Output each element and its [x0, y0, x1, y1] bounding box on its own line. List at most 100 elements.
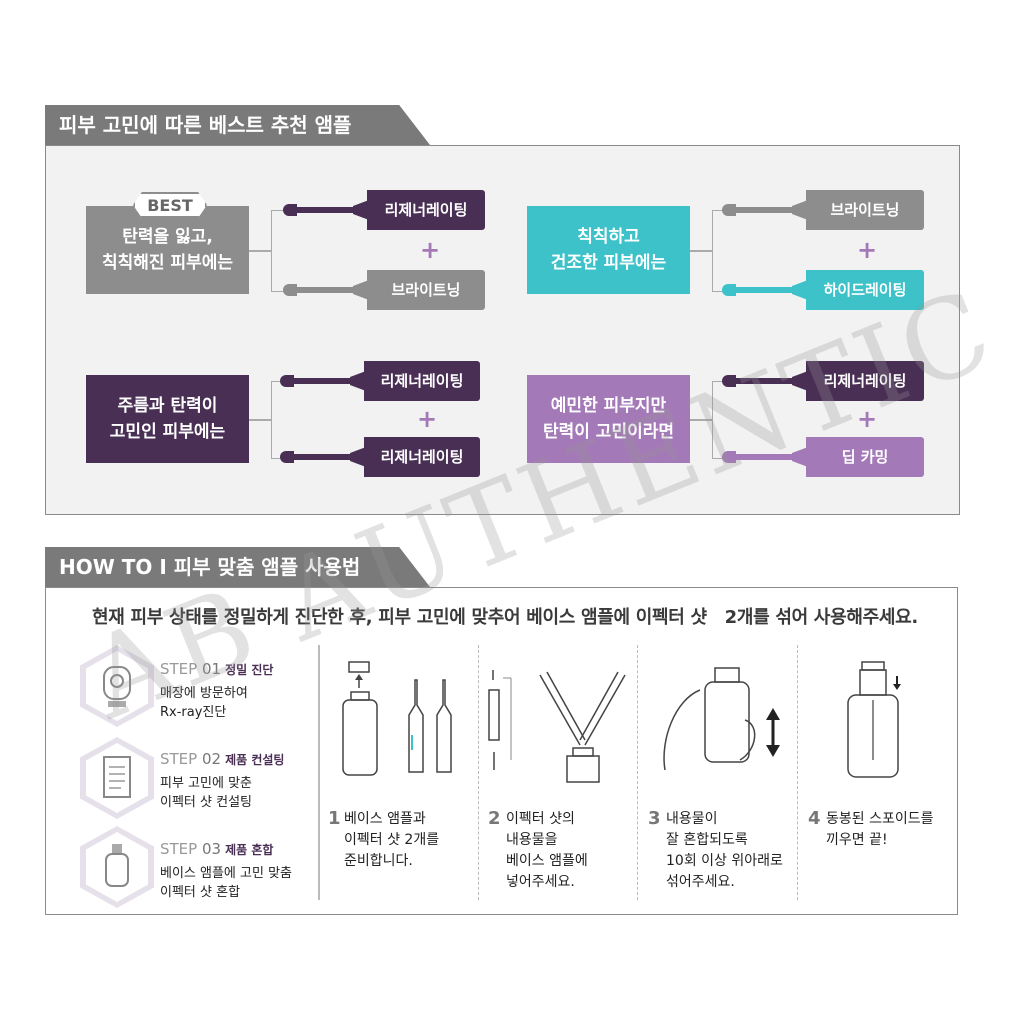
- step-2-hexagon: [80, 737, 154, 819]
- ampoule-4-top: 리제너레이팅: [722, 361, 924, 401]
- ampoule-3-bottom-label: 리제너레이팅: [364, 437, 480, 477]
- dropper-bottle-illustration: [847, 661, 901, 778]
- step-1-desc-line1: 매장에 방문하여: [160, 686, 248, 701]
- step-3-name: 제품 혼합: [225, 843, 274, 857]
- xray-device-icon: [103, 666, 131, 707]
- instruction-3-line3: 10회 이상 위아래로: [666, 853, 783, 869]
- instruction-2-line4: 넣어주세요.: [506, 874, 575, 890]
- instruction-3-number: 3: [648, 808, 661, 829]
- ampoule-2-bottom: 하이드레이팅: [722, 270, 924, 310]
- pour-shots-illustration: [488, 670, 626, 783]
- recommend-section-title: 피부 고민에 따른 베스트 추천 앰플: [45, 105, 430, 145]
- ampoule-1-bottom-label: 브라이트닝: [367, 270, 485, 310]
- step-1-hexagon: [80, 645, 154, 727]
- concern-3-line1: 주름과 탄력이: [117, 396, 218, 416]
- instruction-2-line3: 베이스 앰플에: [506, 853, 588, 869]
- step-2-desc-line1: 피부 고민에 맞춘: [160, 776, 252, 791]
- instruction-1-line3: 준비합니다.: [344, 853, 413, 869]
- instruction-2-line1: 이펙터 샷의: [506, 811, 575, 827]
- step-3-desc-line2: 이펙터 샷 혼합: [160, 885, 241, 900]
- step-3-word: STEP: [160, 840, 198, 858]
- plus-sign-4: +: [856, 405, 878, 433]
- bottle-icon: [105, 844, 129, 887]
- instruction-3-text: 내용물이 잘 혼합되도록 10회 이상 위아래로 섞어주세요.: [666, 809, 783, 893]
- plus-sign-3: +: [416, 405, 438, 433]
- instruction-divider-3: [797, 645, 798, 900]
- bracket-4: [712, 381, 727, 459]
- instruction-4-line1: 동봉된 스포이드를: [826, 811, 934, 827]
- step-3-hexagon: [80, 826, 154, 908]
- concern-2-line2: 건조한 피부에는: [550, 253, 667, 273]
- connector-3: [249, 419, 271, 421]
- howto-panel: [45, 587, 958, 915]
- best-badge: BEST: [133, 192, 207, 218]
- instruction-3-line2: 잘 혼합되도록: [666, 832, 748, 848]
- concern-box-4: 예민한 피부지만 탄력이 고민이라면: [527, 375, 690, 463]
- instruction-3-line1: 내용물이: [666, 811, 718, 827]
- ampoule-2-top-label: 브라이트닝: [806, 190, 924, 230]
- concern-box-2: 칙칙하고 건조한 피부에는: [527, 206, 690, 294]
- step-3-desc-line1: 베이스 앰플에 고민 맞춤: [160, 866, 292, 881]
- shake-bottle-illustration: [663, 667, 780, 771]
- bracket-3: [271, 381, 286, 459]
- step-2-name: 제품 컨설팅: [225, 753, 285, 767]
- step-2-desc: 피부 고민에 맞춘 이펙터 샷 컨설팅: [160, 774, 252, 812]
- concern-2-line1: 칙칙하고: [577, 227, 640, 247]
- concern-box-3: 주름과 탄력이 고민인 피부에는: [86, 375, 249, 463]
- document-icon: [103, 756, 131, 798]
- base-ampoule-and-shots-illustration: [342, 661, 452, 776]
- step-2-word: STEP: [160, 750, 198, 768]
- step-3-number: 03: [202, 840, 222, 858]
- instruction-1-text: 베이스 앰플과 이펙터 샷 2개를 준비합니다.: [344, 809, 439, 872]
- instruction-2-text: 이펙터 샷의 내용물을 베이스 앰플에 넣어주세요.: [506, 809, 588, 893]
- ampoule-2-bottom-label: 하이드레이팅: [806, 270, 924, 310]
- step-1-desc: 매장에 방문하여 Rx-ray진단: [160, 684, 248, 722]
- howto-intro-text: 현재 피부 상태를 정밀하게 진단한 후, 피부 고민에 맞추어 베이스 앰플에…: [92, 607, 918, 628]
- ampoule-2-top: 브라이트닝: [722, 190, 924, 230]
- step-2-desc-line2: 이펙터 샷 컨설팅: [160, 795, 252, 810]
- instruction-2-line2: 내용물을: [506, 832, 558, 848]
- ampoule-4-bottom: 딥 카밍: [722, 437, 924, 477]
- instruction-4-number: 4: [808, 808, 821, 829]
- concern-4-line1: 예민한 피부지만: [550, 396, 667, 416]
- bracket-2: [712, 210, 727, 292]
- bracket-1: [271, 210, 286, 292]
- step-3-desc: 베이스 앰플에 고민 맞춤 이펙터 샷 혼합: [160, 864, 292, 902]
- ampoule-1-bottom: 브라이트닝: [283, 270, 485, 310]
- instruction-divider-1: [478, 645, 479, 900]
- step-1-number: 01: [202, 660, 222, 678]
- ampoule-3-top-label: 리제너레이팅: [364, 361, 480, 401]
- instruction-1-line2: 이펙터 샷 2개를: [344, 832, 440, 848]
- instruction-2-number: 2: [488, 808, 501, 829]
- connector-1: [249, 250, 271, 252]
- instruction-1-line1: 베이스 앰플과: [344, 811, 426, 827]
- step-1-desc-line2: Rx-ray진단: [160, 705, 227, 720]
- step-2-number: 02: [202, 750, 222, 768]
- ampoule-4-top-label: 리제너레이팅: [806, 361, 924, 401]
- concern-1-line1: 탄력을 잃고,: [122, 227, 213, 247]
- instruction-4-line2: 끼우면 끝!: [826, 832, 888, 848]
- step-1-word: STEP: [160, 660, 198, 678]
- step-1-name: 정밀 진단: [225, 663, 274, 677]
- concern-3-line2: 고민인 피부에는: [109, 422, 226, 442]
- plus-sign-2: +: [856, 236, 878, 264]
- ampoule-1-top: 리제너레이팅: [283, 190, 485, 230]
- connector-2: [690, 250, 712, 252]
- ampoule-4-bottom-label: 딥 카밍: [806, 437, 924, 477]
- connector-4: [690, 419, 712, 421]
- ampoule-1-top-label: 리제너레이팅: [367, 190, 485, 230]
- instruction-3-line4: 섞어주세요.: [666, 874, 735, 890]
- ampoule-3-top: 리제너레이팅: [280, 361, 480, 401]
- instruction-4-text: 동봉된 스포이드를 끼우면 끝!: [826, 809, 934, 851]
- instruction-1-number: 1: [328, 808, 341, 829]
- concern-4-line2: 탄력이 고민이라면: [542, 422, 675, 442]
- plus-sign-1: +: [419, 236, 441, 264]
- concern-1-line2: 칙칙해진 피부에는: [101, 253, 234, 273]
- concern-box-1: 탄력을 잃고, 칙칙해진 피부에는: [86, 206, 249, 294]
- steps-divider: [318, 645, 320, 900]
- howto-section-title: HOW TO I 피부 맞춤 앰플 사용법: [45, 547, 430, 587]
- ampoule-3-bottom: 리제너레이팅: [280, 437, 480, 477]
